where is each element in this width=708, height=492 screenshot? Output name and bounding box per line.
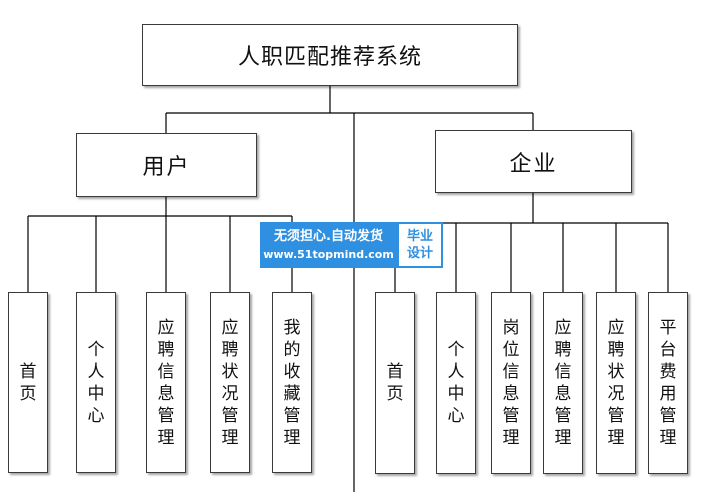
- watermark-url: www.51topmind.com: [263, 247, 394, 261]
- leaf-label: 应聘状况管理: [221, 317, 239, 448]
- user-leaf-home: 首页: [8, 292, 48, 473]
- root-node: 人职匹配推荐系统: [142, 24, 518, 86]
- watermark-badge-line1: 毕业: [406, 229, 433, 244]
- user-node: 用户: [76, 133, 257, 197]
- leaf-label: 我的收藏管理: [283, 317, 301, 448]
- enterprise-node-label: 企业: [509, 151, 558, 177]
- enterprise-node: 企业: [435, 130, 632, 193]
- user-node-label: 用户: [142, 155, 191, 180]
- leaf-label: 首页: [19, 361, 37, 404]
- watermark-slogan: 无须担心.自动发货: [274, 228, 383, 244]
- leaf-label: 个人中心: [447, 340, 465, 426]
- enterprise-leaf-platform-fees: 平台费用管理: [648, 292, 688, 474]
- enterprise-leaf-application-info: 应聘信息管理: [543, 292, 583, 474]
- leaf-label: 应聘信息管理: [157, 317, 175, 448]
- enterprise-leaf-home: 首页: [375, 292, 415, 474]
- enterprise-leaf-job-info: 岗位信息管理: [491, 292, 531, 474]
- leaf-label: 岗位信息管理: [502, 318, 520, 448]
- user-leaf-personal-center: 个人中心: [76, 292, 116, 473]
- watermark-slogan-panel: 无须担心.自动发货 www.51topmind.com: [260, 222, 397, 268]
- user-leaf-favorites: 我的收藏管理: [272, 292, 312, 473]
- watermark-badge: 毕业 设计: [397, 222, 443, 268]
- enterprise-leaf-personal-center: 个人中心: [436, 292, 476, 474]
- leaf-label: 平台费用管理: [659, 318, 677, 448]
- watermark-badge-line2: 设计: [406, 246, 433, 261]
- enterprise-leaf-application-status: 应聘状况管理: [596, 292, 636, 474]
- leaf-label: 应聘状况管理: [607, 318, 625, 448]
- leaf-label: 个人中心: [87, 339, 105, 426]
- leaf-label: 应聘信息管理: [554, 318, 572, 448]
- leaf-label: 首页: [386, 362, 404, 404]
- root-node-label: 人职匹配推荐系统: [237, 45, 422, 70]
- user-leaf-application-info: 应聘信息管理: [146, 292, 186, 473]
- user-leaf-application-status: 应聘状况管理: [210, 292, 250, 473]
- watermark-banner: 无须担心.自动发货 www.51topmind.com 毕业 设计: [260, 222, 443, 268]
